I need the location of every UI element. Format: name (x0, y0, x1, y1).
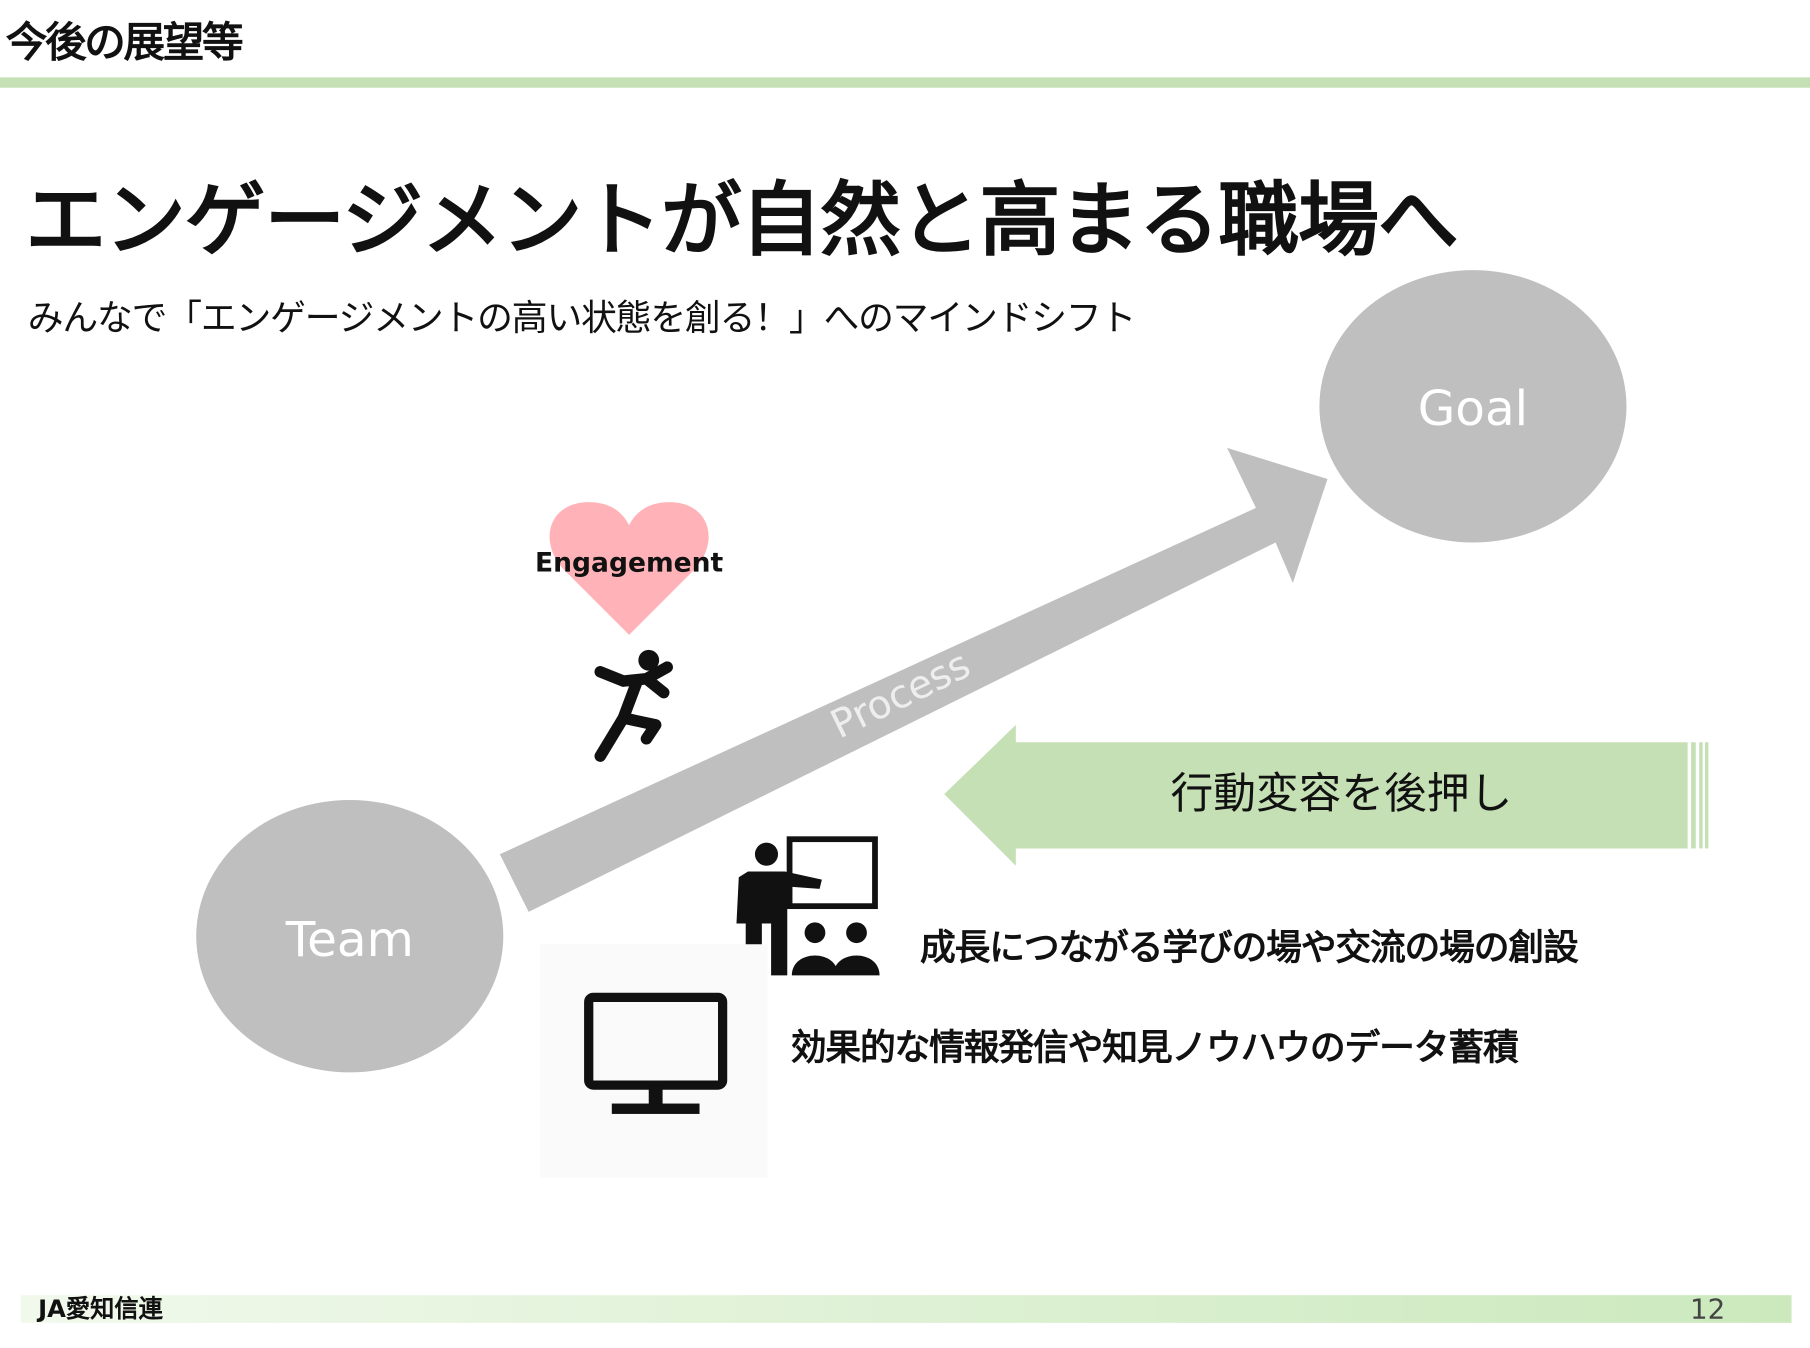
monitor-icon (584, 992, 728, 1114)
goal-label: Goal (1418, 381, 1528, 437)
footer-band (20, 1295, 1792, 1323)
process-arrow (499, 447, 1328, 912)
team-label: Team (285, 912, 414, 968)
support-label: 行動変容を後押し (1171, 769, 1513, 819)
runner-icon (594, 649, 673, 762)
section-heading: 今後の展望等 (5, 19, 244, 67)
header-divider (0, 77, 1810, 88)
page-number: 12 (1689, 1292, 1726, 1326)
team-circle (196, 799, 504, 1073)
heart-icon (549, 502, 709, 635)
item-information-data: 効果的な情報発信や知見ノウハウのデータ蓄積 (791, 1028, 1519, 1069)
goal-circle (1319, 270, 1627, 543)
support-arrow (944, 724, 1709, 866)
monitor-icon-background (540, 944, 768, 1178)
slide-subtitle: みんなで「エンゲージメントの高い状態を創る！」へのマインドシフト (27, 297, 1137, 340)
item-learning-exchange: 成長につながる学びの場や交流の場の創設 (920, 927, 1579, 968)
slide-title: エンゲージメントが自然と高まる職場へ (25, 173, 1458, 268)
footer-organization: JA愛知信連 (38, 1295, 163, 1323)
engagement-label: Engagement (535, 547, 723, 578)
